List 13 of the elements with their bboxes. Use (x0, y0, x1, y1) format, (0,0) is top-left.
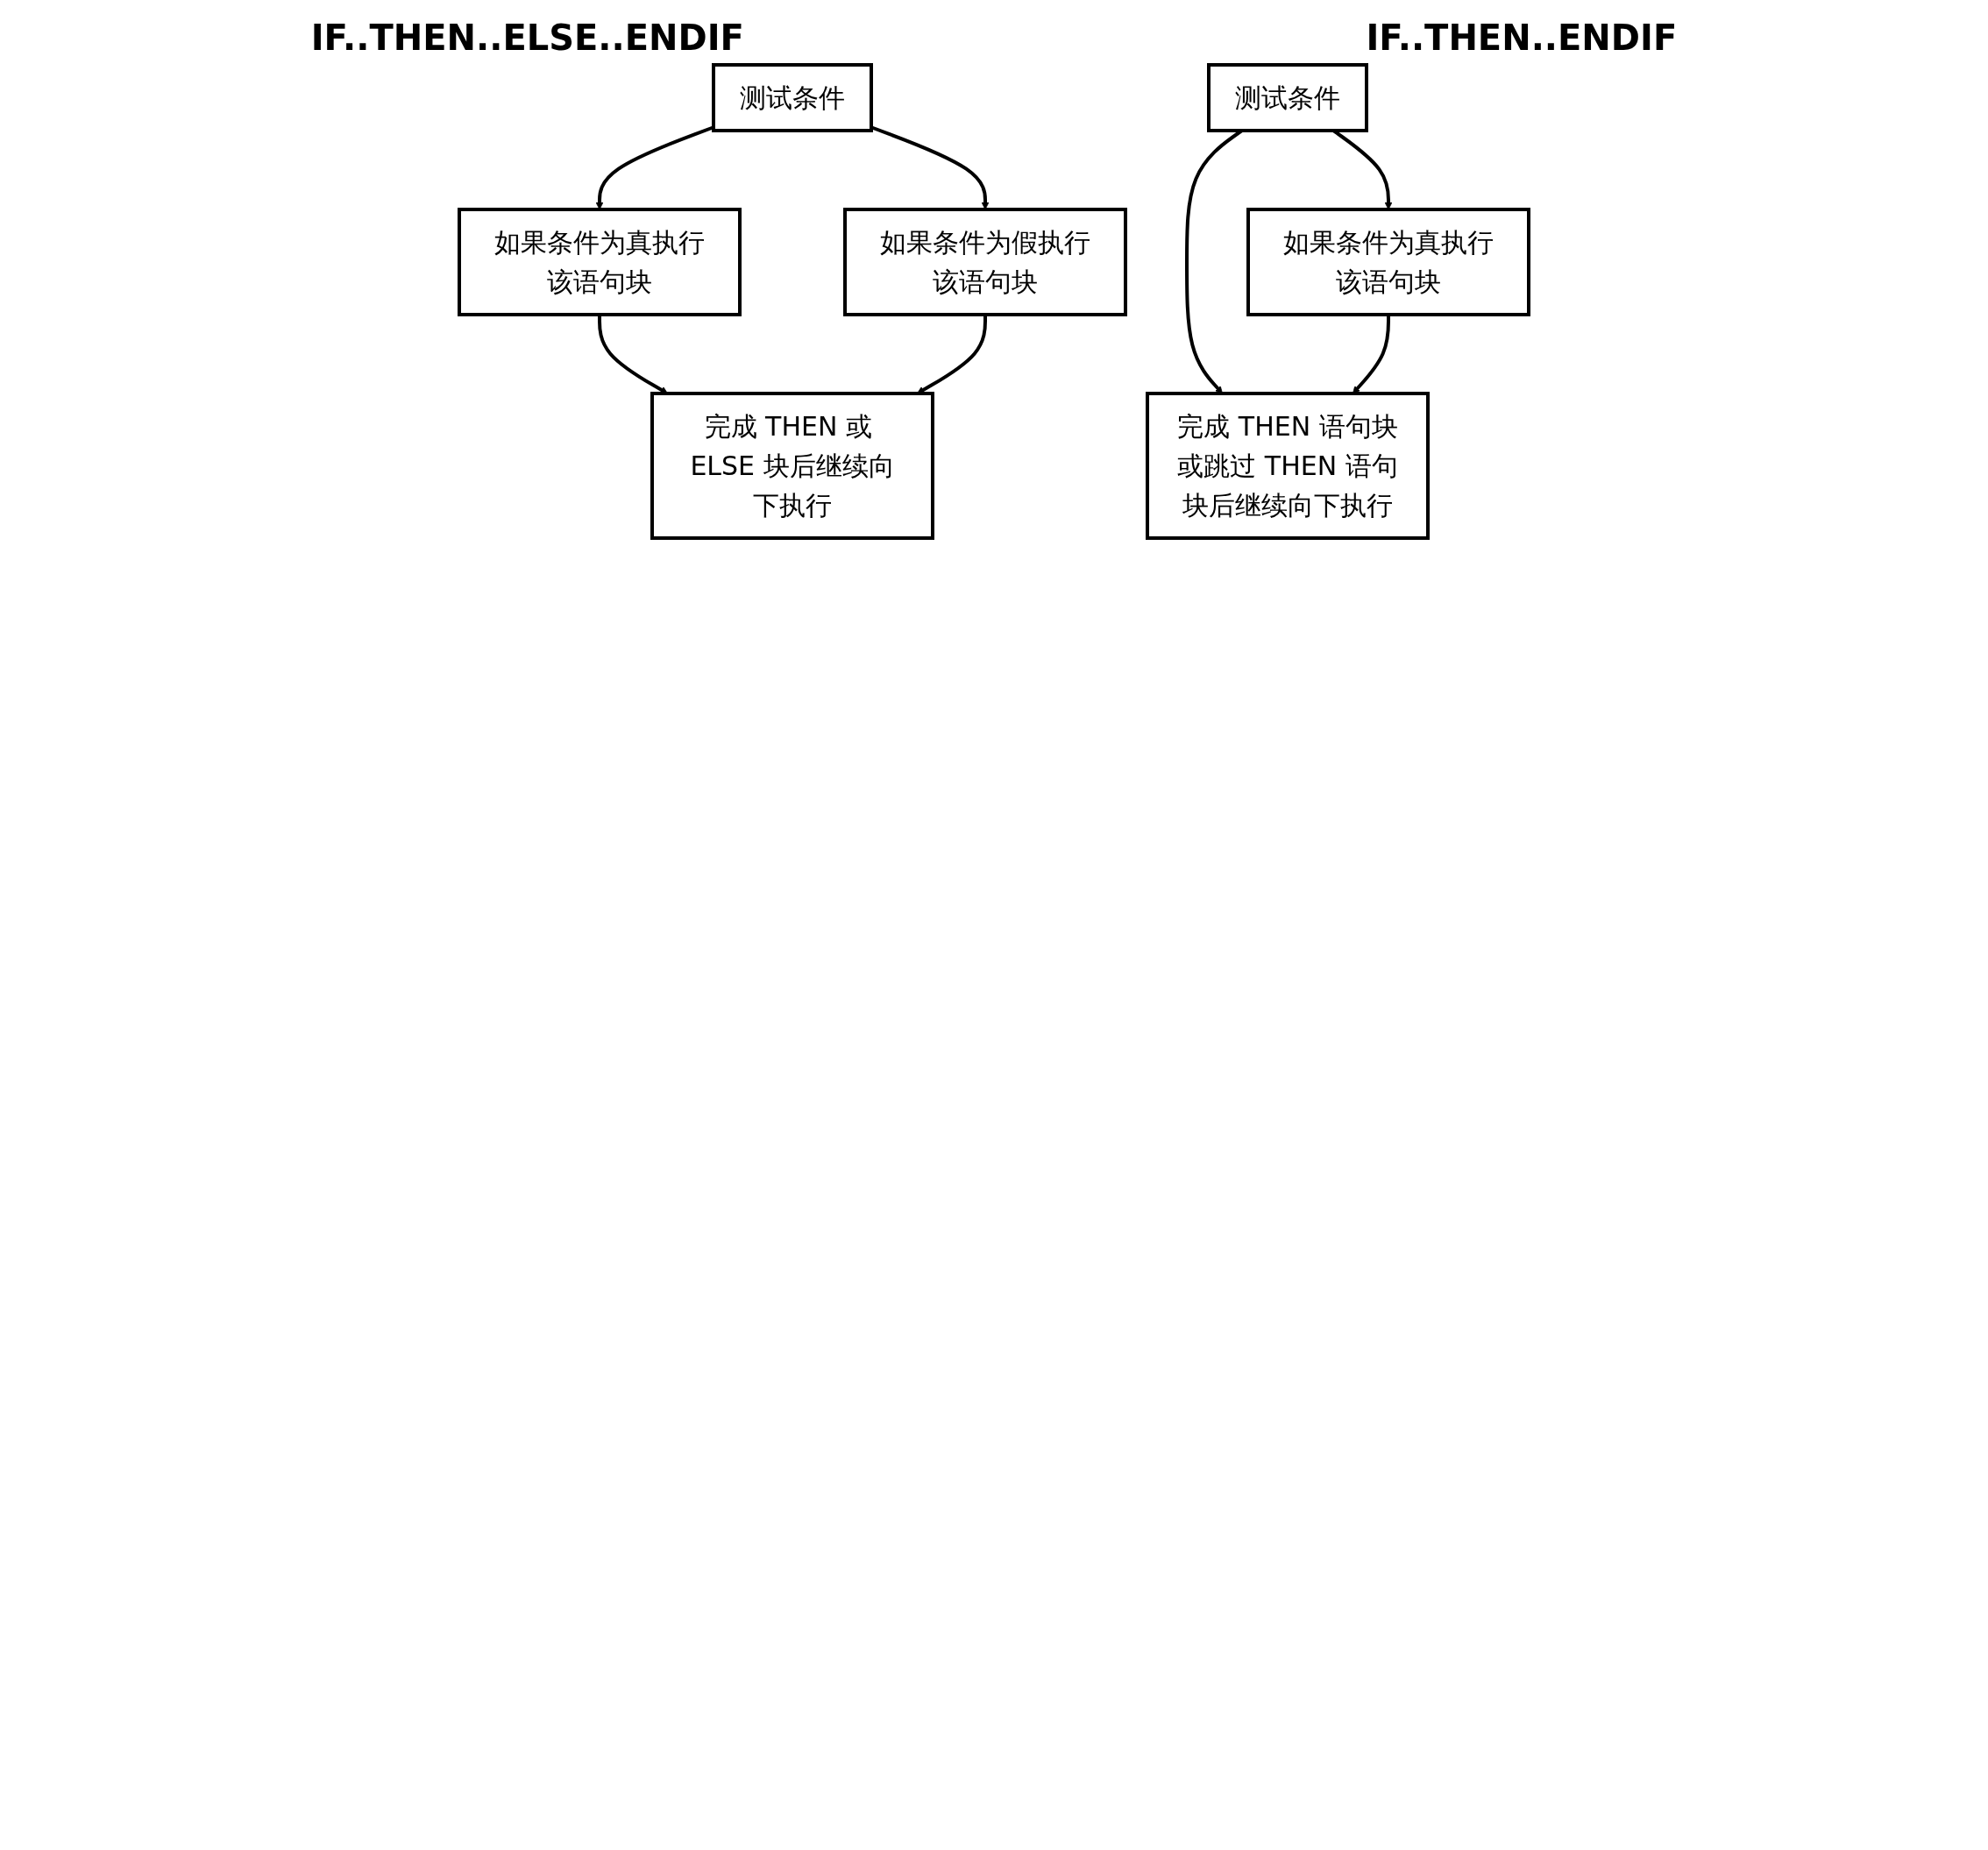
node-box: 如果条件为假执行该语句块 (843, 208, 1127, 316)
node-box: 如果条件为真执行该语句块 (1246, 208, 1530, 316)
arrow (870, 125, 990, 210)
arrow (598, 315, 669, 394)
diagram-heading: IF..THEN..ENDIF (1366, 18, 1678, 58)
arrow (1353, 315, 1390, 394)
diagram-heading: IF..THEN..ELSE..ENDIF (310, 18, 744, 58)
node-box: 测试条件 (712, 63, 873, 132)
node-box: 如果条件为真执行该语句块 (458, 208, 742, 316)
node-box: 完成 THEN 或 ELSE 块后继续向下执行 (650, 392, 934, 540)
node-box: 完成 THEN 语句块或跳过 THEN 语句块后继续向下执行 (1146, 392, 1430, 540)
arrow (916, 315, 987, 394)
node-box: 测试条件 (1207, 63, 1368, 132)
